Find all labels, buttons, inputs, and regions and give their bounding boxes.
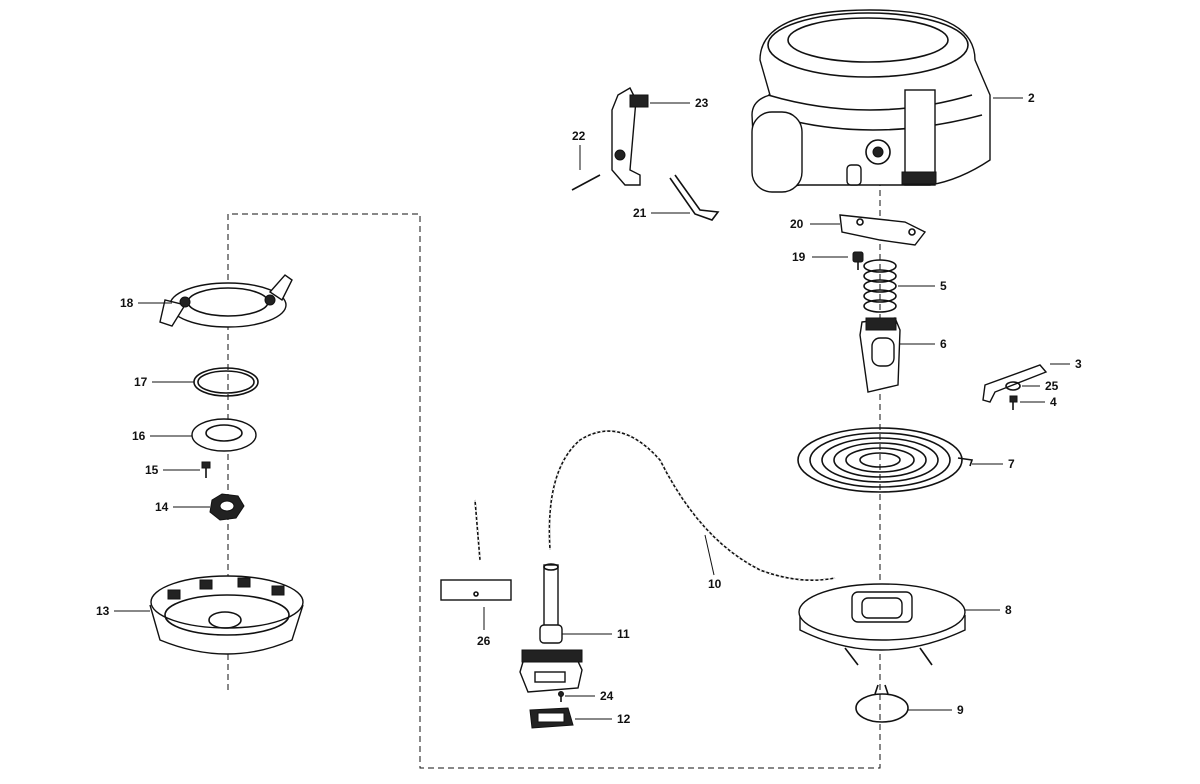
label-part-21: 21 [633,206,647,220]
starter-rope [548,430,836,582]
label-part-3: 3 [1075,357,1082,371]
screw-19 [852,251,864,270]
label-part-20: 20 [790,217,804,231]
screw-15 [201,461,211,478]
label-part-8: 8 [1005,603,1012,617]
label-part-14: 14 [155,500,169,514]
label-part-5: 5 [940,279,947,293]
screw-24 [558,691,564,702]
label-part-13: 13 [96,604,110,618]
spring-clip [669,174,720,221]
pin [571,174,601,191]
label-part-17: 17 [134,375,148,389]
label-part-9: 9 [957,703,964,717]
label-part-23: 23 [695,96,709,110]
label-part-10: 10 [708,577,722,591]
label-part-22: 22 [572,129,586,143]
recoil-spring [797,427,974,493]
rope-insert [440,499,512,601]
label-part-2: 2 [1028,91,1035,105]
label-part-6: 6 [940,337,947,351]
bracket [982,364,1048,403]
label-part-11: 11 [617,627,630,641]
pawl-lever [611,87,649,186]
ring-17 [193,367,259,397]
starter-handle [519,563,583,693]
coil-spring [863,259,897,313]
starter-cup [149,575,304,655]
retainer-plate [839,214,927,246]
pawl [859,317,901,393]
label-part-26: 26 [477,634,491,648]
starter-housing [751,9,991,193]
label-part-19: 19 [792,250,806,264]
rope-pulley [798,583,966,666]
washer-16 [191,418,257,452]
label-part-25: 25 [1045,379,1059,393]
retaining-ring [855,684,909,723]
label-part-18: 18 [120,296,134,310]
handle-anchor [529,707,574,729]
screw-4 [1009,395,1018,410]
label-part-4: 4 [1050,395,1057,409]
label-part-16: 16 [132,429,146,443]
label-part-24: 24 [600,689,614,703]
label-part-12: 12 [617,712,631,726]
label-part-15: 15 [145,463,159,477]
part-labels: 2 3 4 5 6 7 8 9 10 11 12 13 14 15 16 17 … [96,91,1082,726]
cam-plate [159,274,293,328]
washer-25 [1005,381,1021,391]
leader-lines [114,97,1070,720]
label-part-7: 7 [1008,457,1015,471]
hex-nut [209,493,245,521]
